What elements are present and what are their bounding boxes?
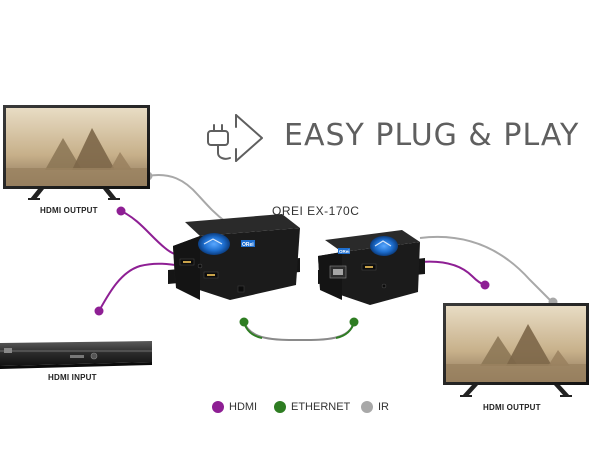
- plug-play-icon: [207, 114, 263, 162]
- legend-ethernet: ETHERNET: [274, 401, 350, 413]
- legend-hdmi: HDMI: [212, 401, 257, 413]
- label-top-tv: HDMI OUTPUT: [40, 206, 98, 215]
- transmitter-brand: ORei: [242, 242, 254, 248]
- hdmi-cable-player: [98, 262, 183, 312]
- label-player: HDMI INPUT: [48, 373, 97, 382]
- legend-ir: IR: [361, 401, 389, 413]
- headline: EASY PLUG & PLAY: [284, 118, 580, 153]
- tv-right: [443, 303, 589, 397]
- legend-ethernet-label: ETHERNET: [291, 401, 351, 413]
- ethernet-endpoint-left: [239, 317, 249, 327]
- legend-hdmi-label: HDMI: [229, 401, 258, 413]
- ir-cable-left: [147, 174, 227, 223]
- tv-top-left: [3, 105, 150, 200]
- model-label: OREI EX-170C: [272, 204, 360, 218]
- receiver-brand: ORei: [339, 249, 350, 254]
- hdmi-cable-player-endpoint: [94, 306, 104, 316]
- hdmi-cable-right-tv-endpoint: [480, 280, 490, 290]
- label-right-tv: HDMI OUTPUT: [483, 403, 541, 412]
- receiver-unit: ORei: [318, 230, 425, 305]
- legend-ir-label: IR: [378, 401, 389, 413]
- legend-ethernet-swatch: [274, 401, 286, 413]
- ethernet-endpoint-right: [349, 317, 359, 327]
- media-player: [0, 341, 152, 369]
- ir-cable-right: [419, 236, 553, 303]
- legend-hdmi-swatch: [212, 401, 224, 413]
- legend-ir-swatch: [361, 401, 373, 413]
- hdmi-cable-top-tv-endpoint: [116, 206, 126, 216]
- transmitter-unit: ORei: [168, 214, 300, 300]
- hdmi-cable-right-tv: [419, 260, 486, 286]
